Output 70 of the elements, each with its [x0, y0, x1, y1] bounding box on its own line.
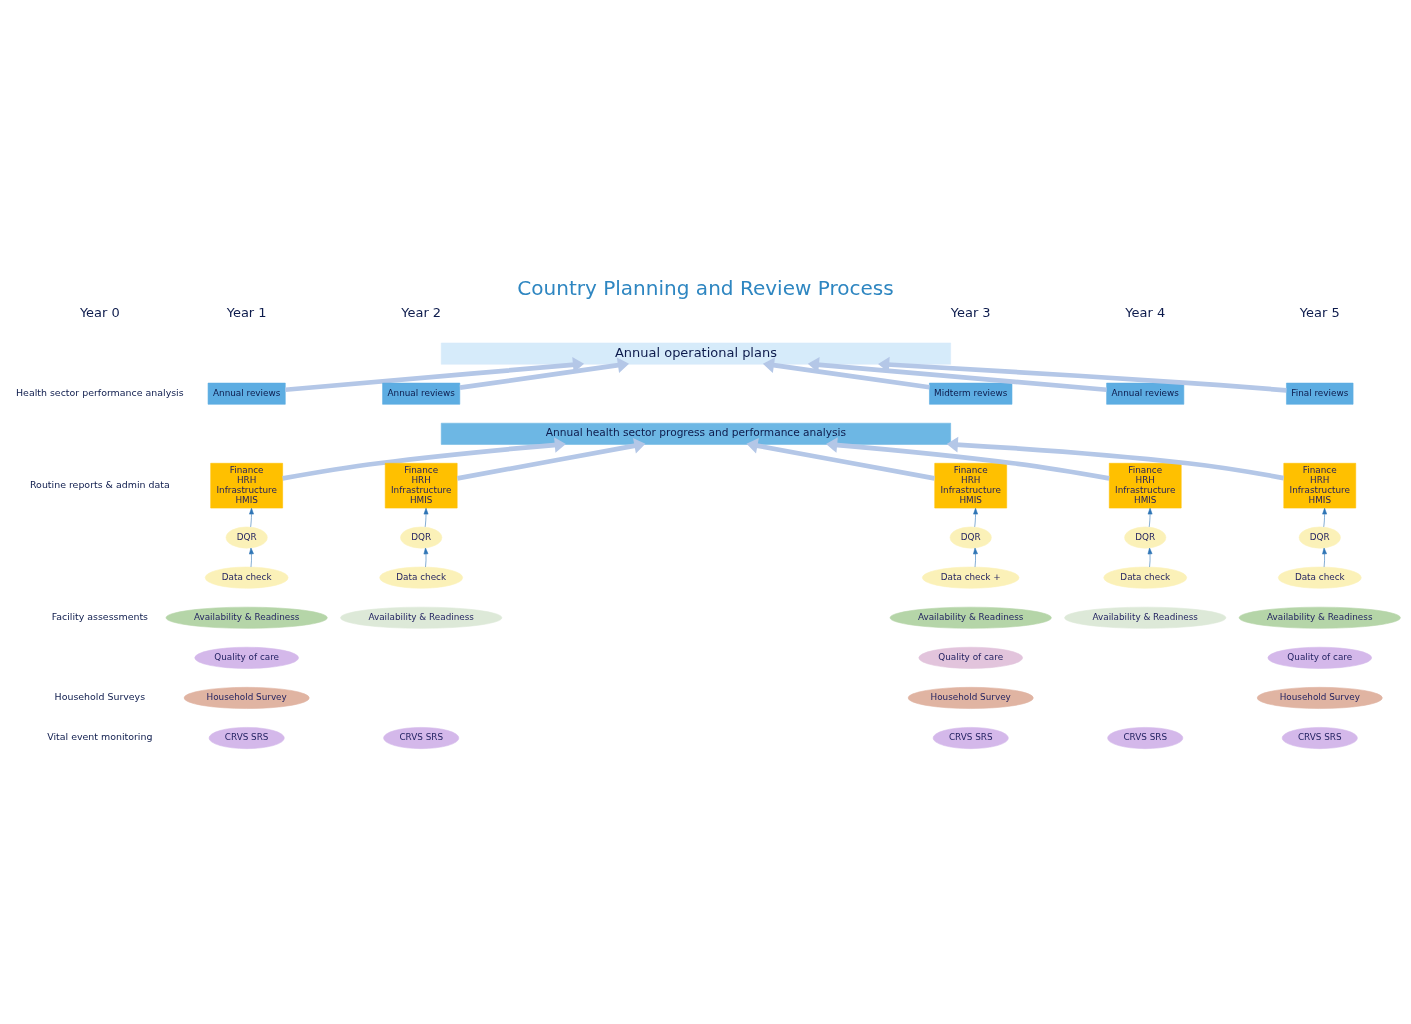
arrow: [878, 356, 1287, 393]
label: Household Surveys: [54, 690, 146, 702]
node-ellipse: DQR: [400, 526, 443, 548]
arrow: [423, 507, 429, 527]
label: Year 0: [79, 304, 120, 320]
node-ellipse: CRVS SRS: [1107, 726, 1184, 749]
node-ellipse: Availability & Readiness: [1064, 606, 1227, 629]
node-box: Finance HRH Infrastructure HMIS: [384, 462, 458, 508]
node-box: Annual reviews: [1106, 382, 1185, 405]
node-ellipse: CRVS SRS: [932, 726, 1009, 749]
node-ellipse: Household Survey: [1256, 686, 1383, 709]
node-box: Annual operational plans: [440, 342, 951, 364]
node-ellipse: Data check: [379, 566, 463, 589]
arrow: [762, 356, 930, 390]
arrow: [459, 356, 630, 390]
label: Year 4: [1125, 304, 1166, 320]
label: Year 1: [226, 304, 267, 320]
node-ellipse: DQR: [225, 526, 268, 548]
arrow: [825, 436, 1110, 481]
label: Vital event monitoring: [47, 730, 153, 742]
node-box: Finance HRH Infrastructure HMIS: [934, 462, 1007, 508]
arrow: [249, 507, 254, 527]
node-ellipse: CRVS SRS: [1281, 726, 1358, 749]
label: Year 2: [401, 304, 442, 320]
node-ellipse: Data check: [204, 566, 289, 589]
label: Facility assessments: [51, 610, 149, 622]
node-ellipse: Quality of care: [194, 646, 299, 669]
node-box: Annual reviews: [207, 382, 286, 405]
label: Health sector performance analysis: [16, 386, 184, 398]
node-ellipse: Availability & Readiness: [889, 606, 1052, 629]
node-ellipse: Household Survey: [183, 686, 310, 709]
node-ellipse: DQR: [949, 526, 992, 548]
node-ellipse: Quality of care: [918, 646, 1023, 669]
arrow: [1147, 547, 1153, 567]
node-box: Finance HRH Infrastructure HMIS: [1108, 462, 1182, 508]
node-ellipse: Data check +: [922, 566, 1020, 589]
arrow: [946, 436, 1285, 480]
arrow: [423, 547, 429, 567]
node-box: Midterm reviews: [929, 382, 1013, 405]
arrow: [973, 507, 978, 527]
node-box: Final reviews: [1286, 382, 1354, 405]
arrow: [807, 356, 1107, 392]
arrow: [1322, 507, 1327, 527]
node-box: Finance HRH Infrastructure HMIS: [210, 462, 283, 508]
node-ellipse: Data check: [1103, 566, 1188, 589]
node-ellipse: Data check: [1277, 566, 1362, 589]
arrow: [285, 356, 585, 392]
node-ellipse: DQR: [1298, 526, 1341, 548]
label: Year 5: [1299, 304, 1340, 320]
node-ellipse: Availability & Readiness: [1238, 606, 1401, 629]
diagram-title: Country Planning and Review Process: [517, 275, 894, 300]
node-ellipse: Availability & Readiness: [165, 606, 328, 629]
node-ellipse: Quality of care: [1267, 646, 1372, 669]
node-box: Annual reviews: [382, 382, 461, 405]
node-ellipse: Availability & Readiness: [340, 606, 503, 629]
arrow: [1322, 547, 1327, 567]
arrow: [249, 547, 254, 567]
node-box: Annual health sector progress and performance analysis: [440, 422, 951, 445]
label: Routine reports & admin data: [30, 478, 170, 490]
arrow: [456, 437, 646, 481]
label: Year 3: [950, 304, 991, 320]
node-ellipse: Household Survey: [907, 686, 1034, 709]
node-box: Finance HRH Infrastructure HMIS: [1283, 462, 1357, 508]
node-ellipse: DQR: [1124, 526, 1167, 548]
arrow: [1147, 507, 1153, 527]
arrow: [282, 436, 566, 481]
arrow: [746, 437, 935, 481]
arrow: [973, 547, 978, 567]
node-ellipse: CRVS SRS: [208, 726, 285, 749]
node-ellipse: CRVS SRS: [383, 726, 460, 749]
